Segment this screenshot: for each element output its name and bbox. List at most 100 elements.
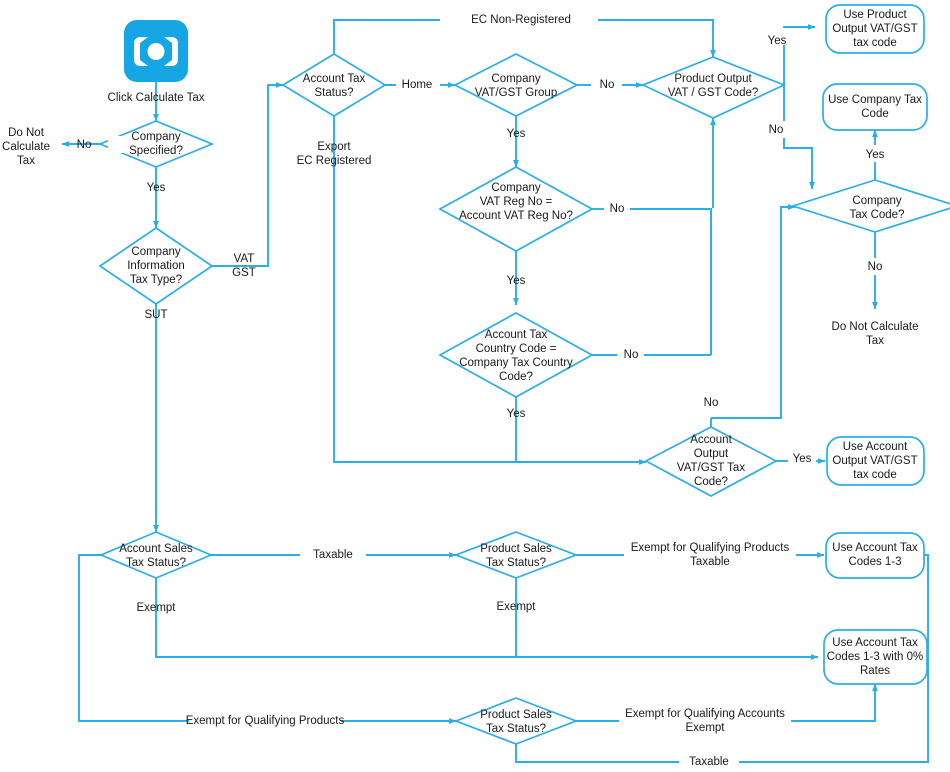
node-account-tax-country-code-line-2: Company Tax Country <box>459 357 573 369</box>
edge-label-yes-country: Yes <box>507 408 526 420</box>
node-company-vat-reg-no-line-2: Account VAT Reg No? <box>459 210 573 222</box>
edge-label-home: Home <box>402 79 433 91</box>
start-label: Click Calculate Tax <box>108 92 205 104</box>
labels: Click Calculate Tax Company Specified? C… <box>2 9 923 768</box>
node-product-sales-tax-status-1-line-0: Product Sales <box>480 543 552 555</box>
edge-label-no-country: No <box>624 349 639 361</box>
edge-label-exempt-qual-accounts-exempt-line-1: Exempt <box>686 722 726 734</box>
node-company-vat-reg-no-line-0: Company <box>491 182 540 194</box>
node-account-output-code-line-3: Code? <box>694 476 728 488</box>
mask-no-product-output <box>763 121 789 138</box>
node-product-sales-tax-status-2-line-1: Tax Status? <box>486 723 546 735</box>
edge-label-yes-vatreg: Yes <box>507 275 526 287</box>
result-use-codes-1-3-zero-line-1: Codes 1-3 with 0% <box>827 651 924 663</box>
terminal-do-not-calculate-left-line-1: Calculate <box>2 141 50 153</box>
node-product-output-code[interactable] <box>640 56 787 119</box>
result-use-codes-1-3-zero-line-0: Use Account Tax <box>832 637 918 649</box>
edge-label-exempt-product-1: Exempt <box>497 601 537 613</box>
node-account-tax-country-code[interactable] <box>438 312 594 398</box>
node-product-sales-tax-status-2[interactable] <box>453 697 579 745</box>
conn-account-output-no-b <box>711 204 796 419</box>
node-product-sales-tax-status-2-line-0: Product Sales <box>480 709 552 721</box>
node-account-tax-status[interactable] <box>281 53 387 117</box>
mask-no-company-specified <box>108 136 132 153</box>
result-use-account-output-line-2: tax code <box>853 469 896 481</box>
result-use-company-tax-code-line-0: Use Company Tax <box>828 94 922 106</box>
conn-sales-exempt-qual-a <box>78 554 190 722</box>
mask-no-account-output <box>698 394 724 411</box>
edge-label-no-company-tax: No <box>868 261 883 273</box>
node-account-sales-tax-status[interactable] <box>98 531 214 579</box>
edge-label-export: Export <box>317 141 351 153</box>
result-use-product-output-line-1: Output VAT/GST <box>832 23 917 35</box>
edge-label-sut: SUT <box>145 309 168 321</box>
edge-label-no-account-output: No <box>704 397 719 409</box>
edge-label-exempt-qual-products-taxable-line-1: Taxable <box>690 556 730 568</box>
node-account-output-code-line-0: Account <box>690 434 732 446</box>
node-account-tax-status-line-1: Status? <box>315 87 354 99</box>
node-account-output-code[interactable] <box>644 426 778 497</box>
conn-ats-up-left <box>333 19 440 54</box>
terminal-do-not-calculate-left-line-2: Tax <box>17 155 35 167</box>
conn-product-output-yes <box>783 24 816 85</box>
conn-ats-export-ecregistered <box>333 116 647 466</box>
edge-label-ec-registered: EC Registered <box>297 155 372 167</box>
node-company-specified-line-0: Company <box>131 131 180 143</box>
result-use-company-tax-code[interactable] <box>822 83 928 131</box>
mask-exempt-qual-products <box>189 713 341 730</box>
result-use-account-output-line-1: Output VAT/GST <box>832 455 917 467</box>
mask-no-vatreg <box>604 201 630 218</box>
node-company-info-tax-type-line-1: Information <box>127 260 185 272</box>
result-use-company-tax-code-line-1: Code <box>861 108 889 120</box>
mask-home <box>396 77 438 94</box>
result-use-account-output[interactable] <box>826 436 925 486</box>
result-use-codes-1-3-line-0: Use Account Tax <box>832 542 918 554</box>
conn-product-output-no <box>783 85 815 190</box>
node-company-vat-gst-group[interactable] <box>453 53 579 117</box>
mask-no-group <box>594 77 620 94</box>
edge-label-ec-non-registered: EC Non-Registered <box>471 14 571 26</box>
node-product-output-code-line-0: Product Output <box>674 73 752 85</box>
node-account-sales-tax-status-line-0: Account Sales <box>119 543 193 555</box>
node-company-info-tax-type-line-0: Company <box>131 246 180 258</box>
mask-exempt-qual-products-taxable <box>624 539 796 571</box>
node-company-tax-code-line-0: Company <box>852 195 901 207</box>
node-company-vat-reg-no[interactable] <box>438 166 594 252</box>
conn-ec-nonregistered-to-product-output <box>598 19 716 58</box>
terminal-do-not-calculate-right-line-0: Do Not Calculate <box>832 321 919 333</box>
edge-label-no-group: No <box>600 79 615 91</box>
node-product-sales-tax-status-1[interactable] <box>453 531 579 579</box>
conn-ps2-taxable-a <box>515 744 680 763</box>
result-use-product-output-line-0: Use Product <box>843 9 907 21</box>
result-use-product-output[interactable] <box>825 4 925 54</box>
mask-no-company-tax <box>862 258 888 275</box>
mask-yes-company-tax <box>861 145 889 162</box>
mask-exempt-qual-accounts-exempt <box>619 705 791 737</box>
node-account-tax-country-code-line-1: Country Code = <box>476 343 557 355</box>
conn-sales-exempt <box>155 578 819 661</box>
edge-label-yes-company-tax: Yes <box>866 149 885 161</box>
label-masks <box>108 11 889 771</box>
node-account-tax-status-line-0: Account Tax <box>303 73 366 85</box>
result-use-codes-1-3-line-1: Codes 1-3 <box>848 556 901 568</box>
mask-no-country <box>618 347 644 364</box>
edge-label-taxable-1: Taxable <box>313 549 353 561</box>
result-use-codes-1-3[interactable] <box>825 532 925 579</box>
node-account-tax-country-code-line-3: Code? <box>499 371 533 383</box>
mask-ec-nonregistered <box>464 11 578 29</box>
node-account-output-code-line-2: VAT/GST Tax <box>677 462 745 474</box>
result-use-product-output-line-2: tax code <box>853 37 896 49</box>
shapes <box>97 4 950 745</box>
mask-yes-product-output <box>763 28 791 45</box>
node-company-tax-code[interactable] <box>790 179 950 233</box>
edge-label-vat: VAT <box>234 253 255 265</box>
start-icon-group[interactable] <box>124 20 188 82</box>
node-account-sales-tax-status-line-1: Tax Status? <box>126 557 186 569</box>
node-company-info-tax-type[interactable] <box>98 226 214 306</box>
mask-taxable-1 <box>301 547 365 564</box>
edge-label-exempt-qual-accounts-exempt-line-0: Exempt for Qualifying Accounts <box>625 708 785 720</box>
edge-label-yes-group: Yes <box>507 128 526 140</box>
result-use-codes-1-3-zero[interactable] <box>823 629 928 685</box>
